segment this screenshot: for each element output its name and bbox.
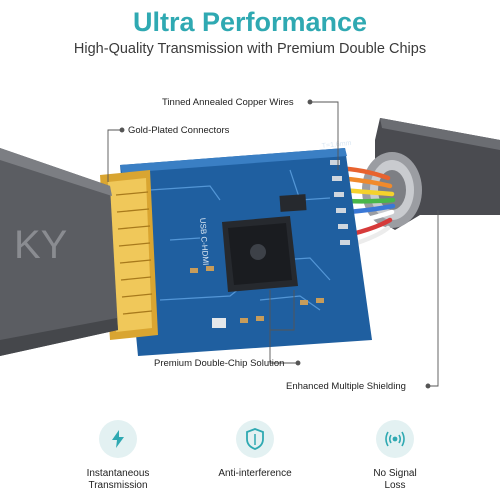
callout-shielding: Enhanced Multiple Shielding — [286, 381, 406, 392]
shield-icon — [236, 420, 274, 458]
callout-gold-connectors: Gold-Plated Connectors — [128, 125, 230, 136]
board-text: USB C-HDMI — [198, 218, 210, 266]
brand-logo-text: KY — [14, 223, 67, 267]
page-title: Ultra Performance — [132, 7, 368, 37]
secondary-chip — [279, 194, 307, 212]
board-component — [212, 318, 226, 328]
feature-transmission-line2: Transmission — [88, 480, 148, 491]
callout-copper-wires: Tinned Annealed Copper Wires — [162, 97, 294, 108]
circuit-board — [120, 148, 372, 356]
feature-anti-interference: Anti-interference — [200, 420, 310, 480]
feature-anti-interference-line1: Anti-interference — [218, 468, 292, 479]
callout-double-chip: Premium Double-Chip Solution — [154, 358, 285, 369]
feature-transmission: Instantaneous Transmission — [63, 420, 173, 492]
board-dimension: T=1.6mm — [321, 140, 351, 150]
feature-no-signal-line2: Loss — [384, 480, 406, 491]
lightning-icon — [99, 420, 137, 458]
feature-no-signal-loss: No Signal Loss — [340, 420, 450, 492]
page-subtitle: High-Quality Transmission with Premium D… — [73, 41, 427, 57]
main-chip — [222, 216, 298, 292]
feature-transmission-line1: Instantaneous — [86, 468, 150, 479]
callout-lines — [107, 99, 439, 389]
connector-housing — [0, 148, 118, 356]
signal-icon — [376, 420, 414, 458]
feature-no-signal-line1: No Signal — [373, 468, 417, 479]
